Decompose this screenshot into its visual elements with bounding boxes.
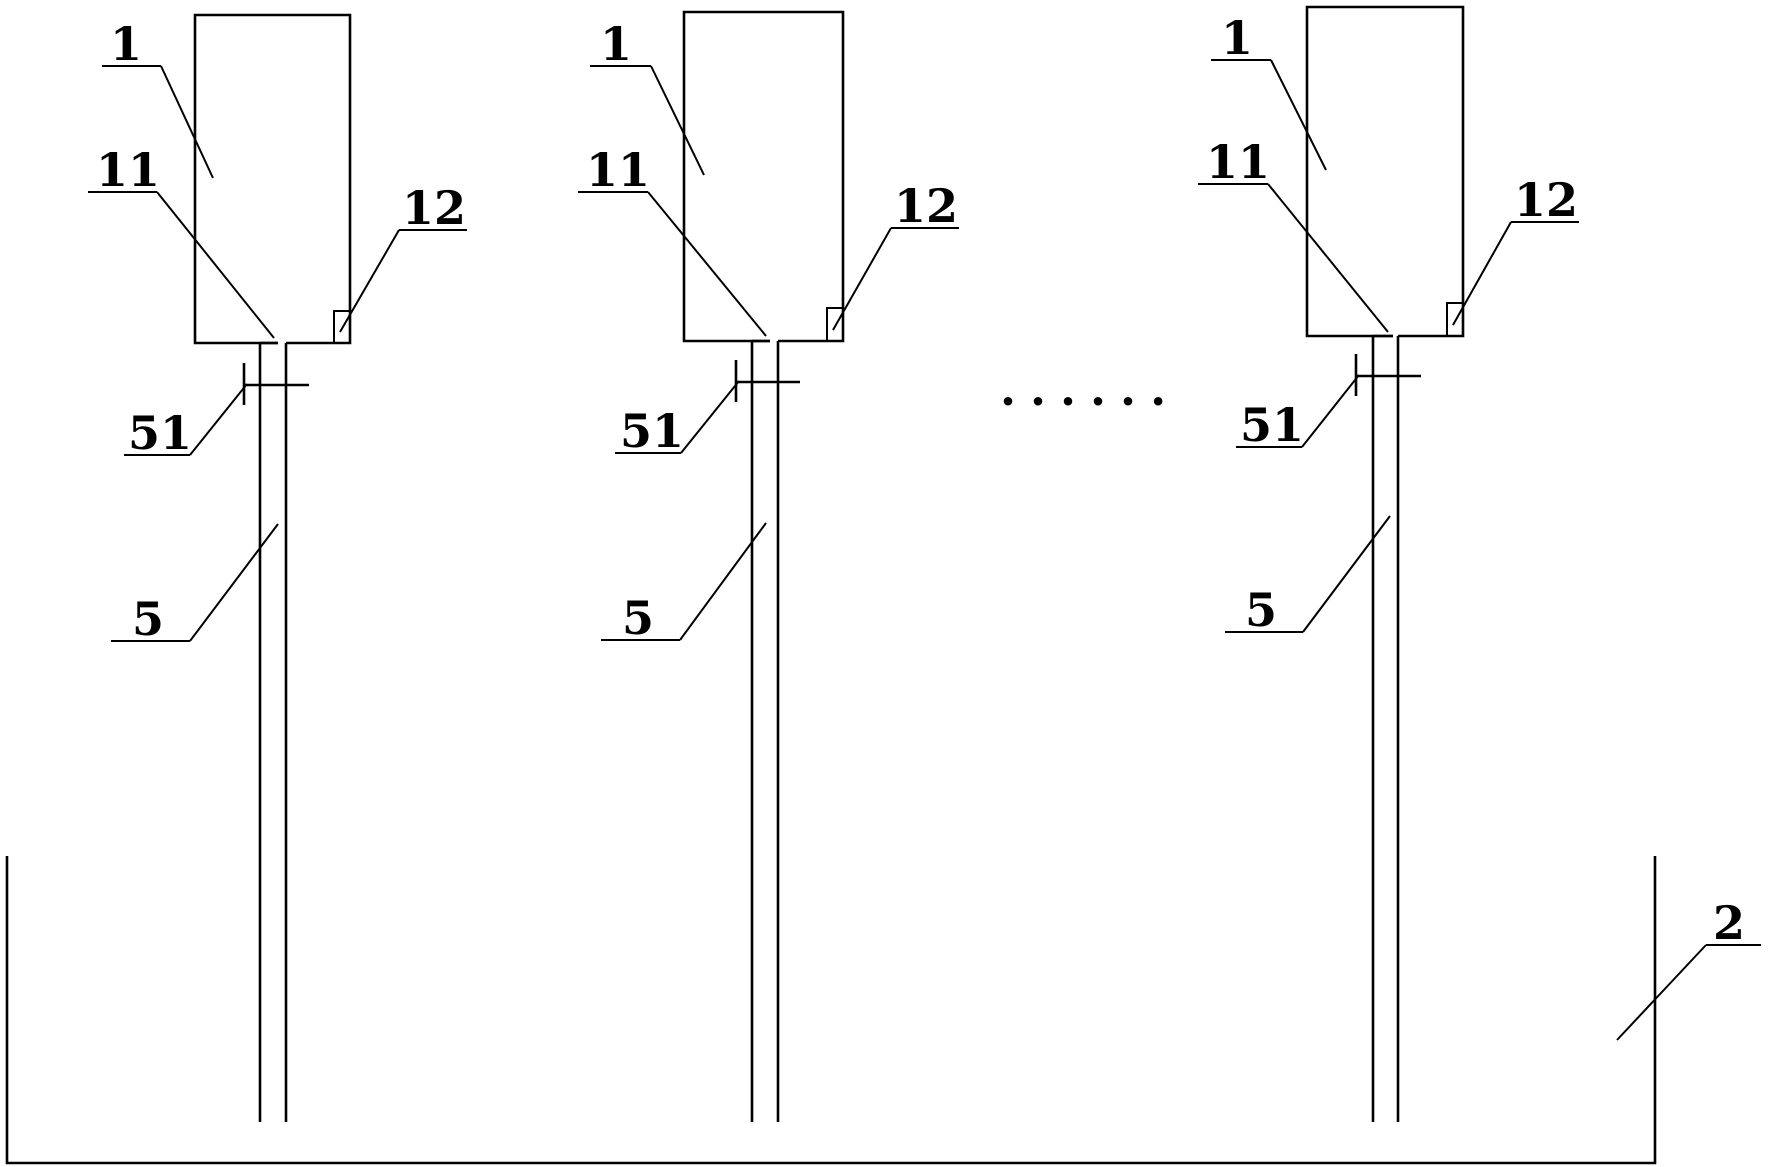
leader-2-outlet-diag: [647, 191, 767, 337]
ellipsis: ......: [1000, 362, 1180, 416]
leader-1-container-diag: [160, 65, 214, 179]
unit-2: 1 11 12 51 5: [578, 10, 959, 1122]
leader-3-pipe-diag: [1302, 515, 1391, 633]
label-container-1: 1: [110, 17, 142, 71]
leader-1-valve-diag: [189, 383, 248, 456]
label-valve-3: 51: [1240, 398, 1304, 452]
container-3: [1305, 5, 1465, 338]
label-outlet-3: 11: [1206, 135, 1270, 189]
label-container-3: 1: [1221, 11, 1253, 65]
unit-3: 1 11 12 51 5: [1198, 5, 1579, 1122]
container-2: [682, 10, 845, 343]
tank: 2: [5, 856, 1761, 1165]
tank-outline: [5, 856, 1657, 1165]
leader-1-outlet-diag: [156, 191, 275, 339]
label-outlet-1: 11: [96, 143, 160, 197]
sensor-box-1: [333, 310, 351, 344]
label-pipe-2: 5: [622, 591, 654, 645]
leader-3-sensor-diag: [1452, 221, 1512, 326]
label-valve-2: 51: [620, 404, 684, 458]
label-outlet-2: 11: [586, 143, 650, 197]
label-valve-1: 51: [128, 406, 192, 460]
label-sensor-2: 12: [894, 179, 958, 233]
leader-2-sensor-diag: [832, 227, 892, 331]
label-sensor-1: 12: [402, 181, 466, 235]
leader-2-pipe-diag: [679, 522, 767, 641]
unit-1: 1 11 12 51 5: [88, 13, 467, 1122]
sensor-box-2: [826, 307, 844, 342]
label-sensor-3: 12: [1514, 173, 1578, 227]
leader-tank-diag: [1616, 944, 1707, 1041]
label-pipe-3: 5: [1245, 583, 1277, 637]
leader-2-valve-diag: [680, 380, 740, 454]
leader-3-container-diag: [1270, 59, 1327, 171]
label-container-2: 1: [600, 17, 632, 71]
leader-1-sensor-diag: [339, 229, 400, 333]
leader-1-pipe-diag: [189, 523, 279, 642]
leader-3-outlet-diag: [1267, 183, 1389, 333]
label-pipe-1: 5: [132, 592, 164, 646]
leader-3-valve-diag: [1301, 374, 1360, 448]
label-tank: 2: [1713, 896, 1745, 950]
leader-2-container-diag: [650, 65, 705, 176]
container-1: [193, 13, 352, 345]
sensor-box-3: [1446, 302, 1464, 337]
